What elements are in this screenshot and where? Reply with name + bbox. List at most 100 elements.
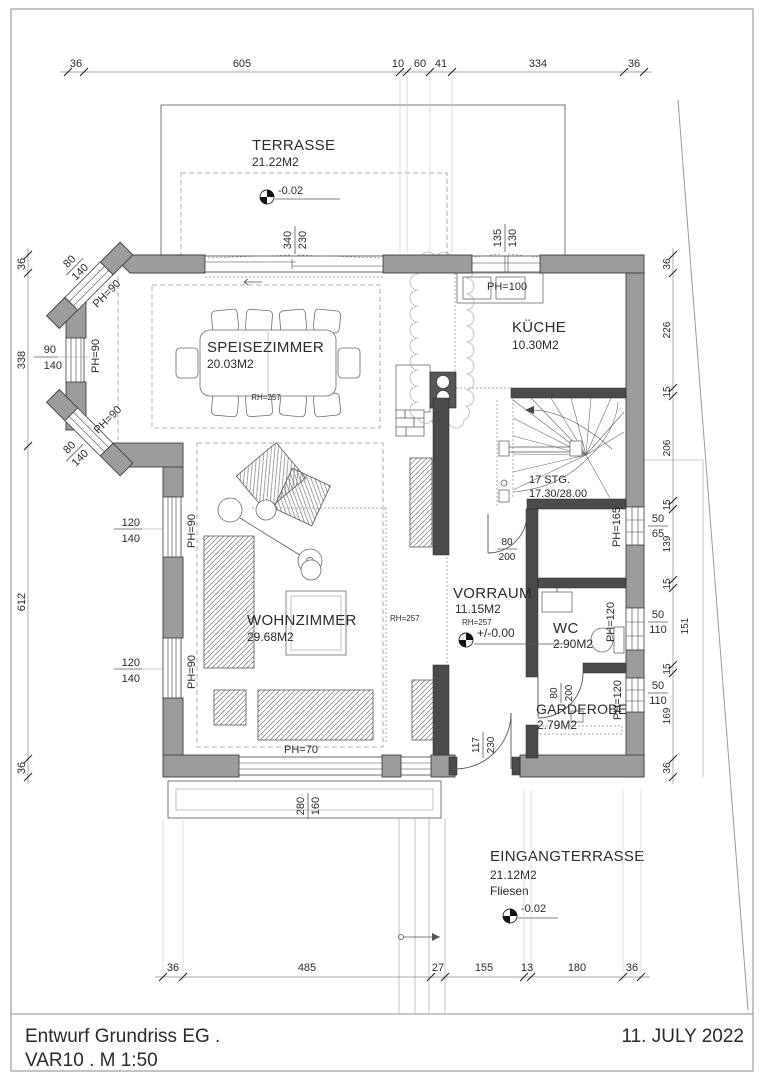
vorraum-area: 11.15M2 <box>455 602 501 616</box>
entry-paving-edge <box>644 459 704 777</box>
entry-walkway <box>398 818 446 1013</box>
svg-text:140: 140 <box>122 673 140 685</box>
room-label-vorraum: VORRAUM <box>453 585 532 602</box>
svg-text:605: 605 <box>233 58 251 70</box>
room-label-speisezimmer: SPEISEZIMMER <box>207 339 324 356</box>
svg-text:151: 151 <box>680 617 691 634</box>
svg-text:117: 117 <box>471 737 482 753</box>
svg-text:340: 340 <box>282 231 294 249</box>
title-block: Entwurf Grundriss EG . VAR10 . M 1:50 11… <box>25 1026 744 1071</box>
svg-text:280: 280 <box>295 797 307 815</box>
south-porch <box>167 780 442 819</box>
eingang-level: -0.02 <box>521 903 546 915</box>
svg-text:230: 230 <box>486 736 497 753</box>
drawing-date: 11. JULY 2022 <box>621 1026 744 1047</box>
vorraum-rh: RH=257 <box>462 618 492 627</box>
stair-direction-arrow-icon <box>525 406 534 414</box>
room-label-kueche: KÜCHE <box>512 318 566 336</box>
level-marker-eingang: -0.02 <box>502 903 558 924</box>
label-door-kueche: 80 200 <box>497 537 517 563</box>
dim-chain-top: 36 605 10 60 41 334 36 <box>60 58 652 253</box>
label-door-wc: 80 200 <box>549 683 575 703</box>
south-sidelight-window <box>400 756 432 776</box>
east-window-1 <box>625 506 645 546</box>
door-entry <box>454 712 512 770</box>
drawing-title: Entwurf Grundriss EG . <box>25 1026 220 1047</box>
svg-text:60: 60 <box>414 58 426 70</box>
svg-text:612: 612 <box>16 593 28 611</box>
label-kitchen-window: 135 130 <box>492 224 519 252</box>
svg-text:180: 180 <box>568 962 586 974</box>
living-room-furniture <box>203 442 436 741</box>
level-marker-vorraum: +/-0.00 <box>458 626 563 648</box>
kitchen-window-ph: PH=100 <box>487 281 527 293</box>
wc-area: 2.90M2 <box>553 637 593 651</box>
svg-text:36: 36 <box>16 258 28 270</box>
svg-text:65: 65 <box>652 528 664 540</box>
stair-dims-label: 17.30/28.00 <box>529 488 587 500</box>
label-east2: 50 110 <box>648 609 668 636</box>
svg-text:135: 135 <box>492 229 504 247</box>
svg-text:36: 36 <box>662 258 673 270</box>
revision-cloud <box>409 251 475 429</box>
svg-text:50: 50 <box>652 609 664 621</box>
svg-text:10: 10 <box>392 58 404 70</box>
kitchen-counter <box>395 272 544 413</box>
svg-text:15: 15 <box>662 663 673 675</box>
south-window <box>238 756 383 776</box>
level-marker-icon <box>510 909 517 916</box>
dim-chain-left: 36 338 612 36 <box>16 248 33 784</box>
east3-ph: PH=120 <box>612 680 624 720</box>
room-label-terrasse: TERRASSE <box>252 137 335 154</box>
svg-text:36: 36 <box>167 962 179 974</box>
label-west1: 120 140 <box>114 517 164 545</box>
terrace-outline <box>160 104 566 258</box>
sheet-border <box>10 8 754 1072</box>
svg-text:90: 90 <box>44 344 56 356</box>
svg-text:80: 80 <box>549 687 560 699</box>
svg-text:120: 120 <box>122 517 140 529</box>
svg-text:36: 36 <box>628 58 640 70</box>
wohnzimmer-rh: RH=257 <box>390 614 420 623</box>
label-south-window: 280 160 <box>295 793 322 819</box>
eingangterrasse-floor: Fliesen <box>490 884 529 898</box>
east1-ph: PH=165 <box>611 507 623 547</box>
svg-text:41: 41 <box>435 58 447 70</box>
svg-text:206: 206 <box>662 439 673 456</box>
chimney-icon <box>395 409 425 437</box>
dining-table-set <box>175 308 361 418</box>
svg-text:485: 485 <box>298 962 316 974</box>
terrasse-level: -0.02 <box>278 185 303 197</box>
svg-text:50: 50 <box>652 680 664 692</box>
svg-text:36: 36 <box>16 762 28 774</box>
svg-text:15: 15 <box>662 578 673 590</box>
svg-text:110: 110 <box>649 624 667 636</box>
svg-text:140: 140 <box>44 360 62 372</box>
terrace-sliding-door <box>204 255 384 286</box>
kitchen-window <box>471 255 541 273</box>
level-marker-icon <box>267 190 274 197</box>
terrasse-area: 21.22M2 <box>252 155 299 169</box>
speisezimmer-rh: RH=257 <box>251 393 281 402</box>
vorraum-level: +/-0.00 <box>477 626 515 640</box>
svg-text:36: 36 <box>662 762 673 774</box>
bay-lower-ph: PH=90 <box>92 404 124 436</box>
label-west2: 120 140 <box>114 657 164 685</box>
svg-text:139: 139 <box>662 535 673 552</box>
svg-text:160: 160 <box>310 797 322 815</box>
west-window-1 <box>162 496 182 558</box>
dim-chain-right: 36 226 15 206 15 139 15 151 15 169 36 <box>662 248 691 784</box>
walkway-arrow-icon <box>432 933 440 941</box>
svg-text:120: 120 <box>122 657 140 669</box>
svg-text:140: 140 <box>122 533 140 545</box>
svg-text:200: 200 <box>499 552 516 563</box>
svg-text:27: 27 <box>432 962 444 974</box>
kitchen-zone-line <box>454 273 511 389</box>
wc-toilet-icon <box>590 626 625 654</box>
room-label-eingangterrasse: EINGANGTERRASSE <box>490 848 645 865</box>
svg-text:169: 169 <box>662 707 673 724</box>
stair-railing <box>498 440 583 503</box>
svg-text:230: 230 <box>297 231 309 249</box>
